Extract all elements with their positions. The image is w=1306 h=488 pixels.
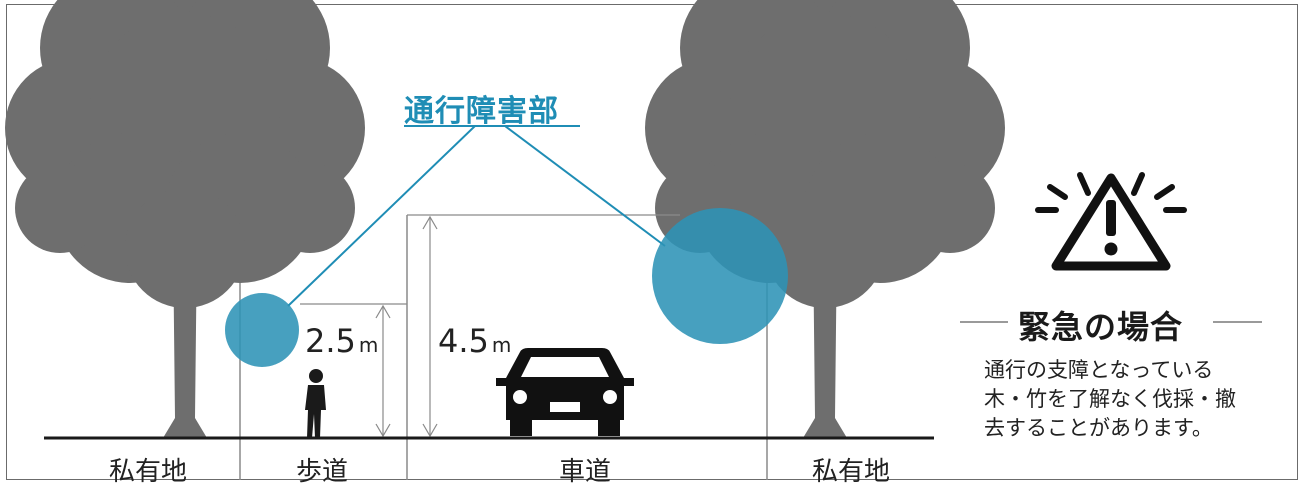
- zone-label-sidewalk: 歩道: [295, 457, 349, 487]
- zone-label-right-private: 私有地: [811, 457, 891, 487]
- sidewalk-height-unit: m: [358, 333, 379, 357]
- dimension-arrow-sidewalk: [375, 304, 391, 438]
- obstruction-highlight-right: [652, 208, 788, 344]
- road-height-unit: m: [491, 333, 512, 357]
- emergency-notice-line: 去することがあります。: [984, 416, 1213, 440]
- obstruction-highlight-left: [225, 293, 299, 367]
- diagram-frame: [6, 4, 1298, 480]
- obstruction-callout-title: 通行障害部: [404, 94, 559, 129]
- car-icon: [496, 348, 634, 436]
- emergency-title: 緊急の場合: [1018, 308, 1184, 346]
- dimension-arrow-road: [422, 215, 438, 438]
- emergency-notice: 通行の支障となっている 木・竹を了解なく伐採・撤 去することがあります。: [984, 356, 1264, 443]
- callout-leader-lines: [287, 125, 666, 307]
- emergency-notice-line: 木・竹を了解なく伐採・撤: [984, 387, 1236, 411]
- pedestrian-icon: [305, 369, 326, 438]
- zone-label-left-private: 私有地: [108, 457, 188, 487]
- sidewalk-height-value: 2.5: [305, 322, 356, 360]
- emergency-notice-line: 通行の支障となっている: [984, 358, 1214, 382]
- road-height-value: 4.5: [438, 322, 489, 360]
- warning-icon: [1035, 172, 1187, 271]
- zone-label-roadway: 車道: [558, 457, 612, 487]
